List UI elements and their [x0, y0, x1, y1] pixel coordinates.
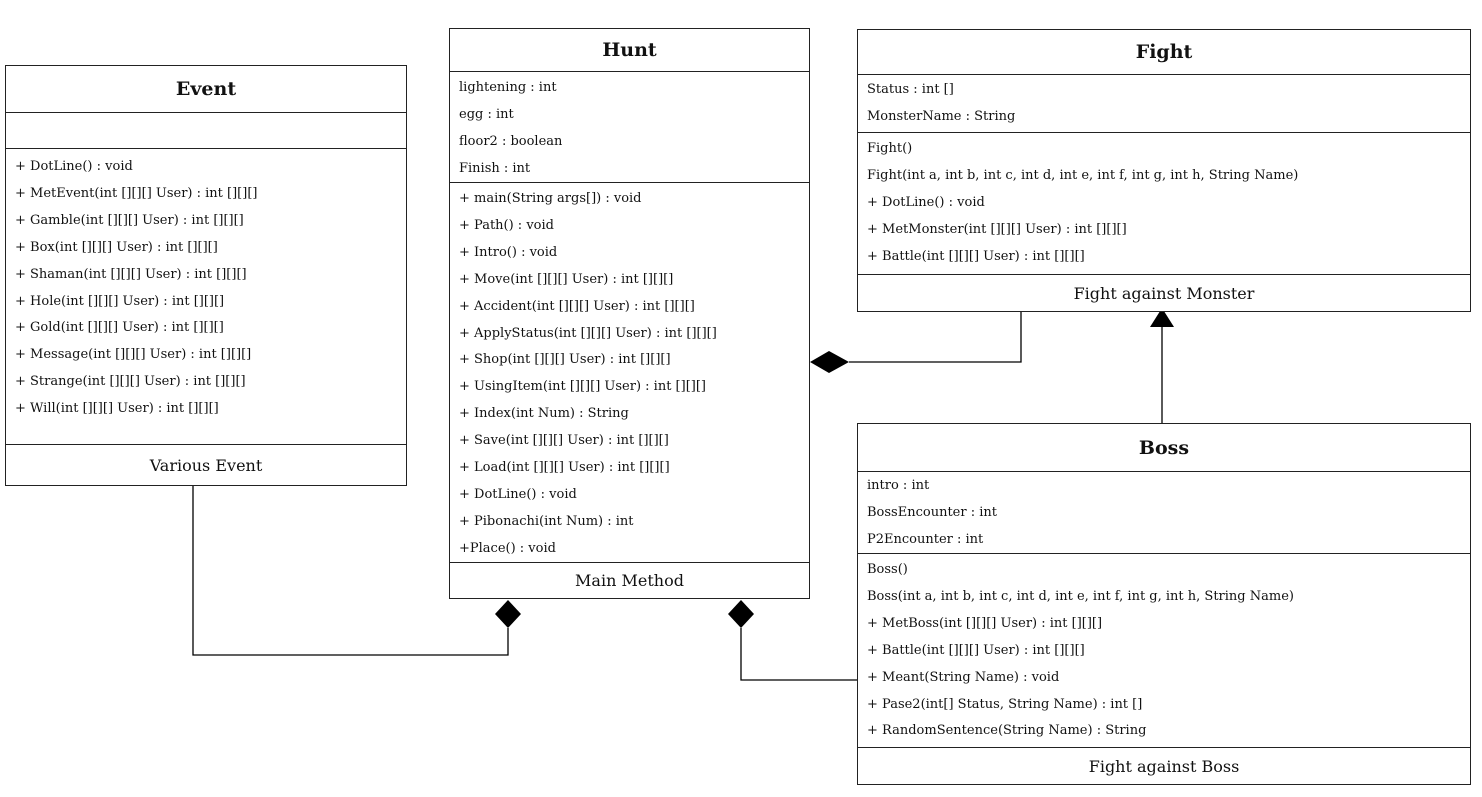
- hunt-attribute: floor2 : boolean: [459, 133, 563, 149]
- hunt-attributes: lightening : int egg : int floor2 : bool…: [450, 72, 809, 183]
- hunt-attribute: lightening : int: [459, 80, 557, 95]
- boss-attribute: intro : int: [867, 478, 930, 493]
- boss-attribute: P2Encounter : int: [867, 531, 984, 547]
- boss-method: + Meant(String Name) : void: [867, 669, 1060, 685]
- fight-attribute: Status : int []: [867, 82, 954, 97]
- event-method: + Gamble(int [][][] User) : int [][][]: [15, 212, 244, 228]
- hunt-methods: + main(String args[]) : void + Path() : …: [450, 183, 809, 563]
- boss-class-name: Boss: [858, 424, 1470, 472]
- event-hunt-composition-diamond: [495, 600, 521, 628]
- event-method: + Shaman(int [][][] User) : int [][][]: [15, 266, 247, 282]
- hunt-method: + Load(int [][][] User) : int [][][]: [459, 460, 670, 476]
- fight-class-name: Fight: [858, 30, 1470, 75]
- boss-hunt-composition-diamond: [728, 600, 754, 628]
- fight-attribute: MonsterName : String: [867, 108, 1016, 124]
- hunt-method: + Accident(int [][][] User) : int [][][]: [459, 298, 695, 314]
- event-method: + Will(int [][][] User) : int [][][]: [15, 401, 219, 417]
- hunt-method: + DotLine() : void: [459, 486, 577, 502]
- fight-attributes: Status : int [] MonsterName : String: [858, 75, 1470, 133]
- boss-method: Boss(): [867, 562, 908, 577]
- hunt-method: + main(String args[]) : void: [459, 191, 642, 206]
- boss-hunt-composition-line: [740, 628, 857, 681]
- boss-attribute: BossEncounter : int: [867, 504, 997, 520]
- event-method: + DotLine() : void: [15, 159, 133, 174]
- hunt-method: + Intro() : void: [459, 244, 558, 260]
- hunt-method: + ApplyStatus(int [][][] User) : int [][…: [459, 325, 717, 341]
- hunt-method: +Place() : void: [459, 540, 556, 556]
- hunt-method: + Save(int [][][] User) : int [][][]: [459, 433, 669, 449]
- fight-method: Fight(): [867, 141, 913, 156]
- hunt-method: + Move(int [][][] User) : int [][][]: [459, 271, 674, 287]
- fight-hunt-composition-line: [849, 311, 1022, 363]
- boss-footer: Fight against Boss: [1088, 756, 1240, 776]
- fight-method: + MetMonster(int [][][] User) : int [][]…: [867, 221, 1127, 237]
- event-method: + Message(int [][][] User) : int [][][]: [15, 347, 252, 363]
- event-methods: + DotLine() : void + MetEvent(int [][][]…: [6, 149, 406, 445]
- fight-hunt-composition-diamond: [810, 351, 849, 373]
- boss-class[interactable]: Boss intro : int BossEncounter : int P2E…: [857, 423, 1471, 785]
- fight-method: Fight(int a, int b, int c, int d, int e,…: [867, 167, 1299, 183]
- boss-method: + MetBoss(int [][][] User) : int [][][]: [867, 615, 1103, 631]
- hunt-method: + Pibonachi(int Num) : int: [459, 513, 634, 529]
- fight-methods: Fight() Fight(int a, int b, int c, int d…: [858, 133, 1470, 275]
- hunt-method: + Index(int Num) : String: [459, 406, 629, 422]
- event-footer: Various Event: [149, 455, 263, 475]
- hunt-footer: Main Method: [575, 571, 684, 590]
- boss-methods: Boss() Boss(int a, int b, int c, int d, …: [858, 554, 1470, 748]
- event-method: + Box(int [][][] User) : int [][][]: [15, 239, 218, 255]
- hunt-class[interactable]: Hunt lightening : int egg : int floor2 :…: [449, 28, 810, 599]
- boss-fight-inheritance-arrow: [1150, 308, 1174, 327]
- boss-method: + Battle(int [][][] User) : int [][][]: [867, 642, 1085, 658]
- event-method: + Gold(int [][][] User) : int [][][]: [15, 320, 224, 336]
- fight-method: + DotLine() : void: [867, 194, 985, 210]
- event-attributes: [6, 113, 406, 149]
- hunt-attribute: egg : int: [459, 106, 514, 122]
- event-method: + MetEvent(int [][][] User) : int [][][]: [15, 185, 258, 201]
- hunt-method: + Path() : void: [459, 217, 554, 233]
- boss-attributes: intro : int BossEncounter : int P2Encoun…: [858, 472, 1470, 554]
- hunt-method: + UsingItem(int [][][] User) : int [][][…: [459, 379, 706, 395]
- event-class-name: Event: [6, 66, 406, 113]
- event-method: + Strange(int [][][] User) : int [][][]: [15, 374, 246, 390]
- hunt-attribute: Finish : int: [459, 160, 531, 176]
- hunt-method: + Shop(int [][][] User) : int [][][]: [459, 352, 671, 368]
- boss-method: + RandomSentence(String Name) : String: [867, 723, 1147, 739]
- hunt-class-name: Hunt: [450, 29, 809, 72]
- event-method: + Hole(int [][][] User) : int [][][]: [15, 293, 225, 309]
- event-class[interactable]: Event + DotLine() : void + MetEvent(int …: [5, 65, 407, 486]
- boss-method: Boss(int a, int b, int c, int d, int e, …: [867, 588, 1294, 604]
- event-hunt-composition-line: [192, 486, 509, 656]
- boss-method: + Pase2(int[] Status, String Name) : int…: [867, 696, 1143, 712]
- fight-footer: Fight against Monster: [1073, 283, 1255, 303]
- fight-method: + Battle(int [][][] User) : int [][][]: [867, 248, 1085, 264]
- fight-class[interactable]: Fight Status : int [] MonsterName : Stri…: [857, 29, 1471, 312]
